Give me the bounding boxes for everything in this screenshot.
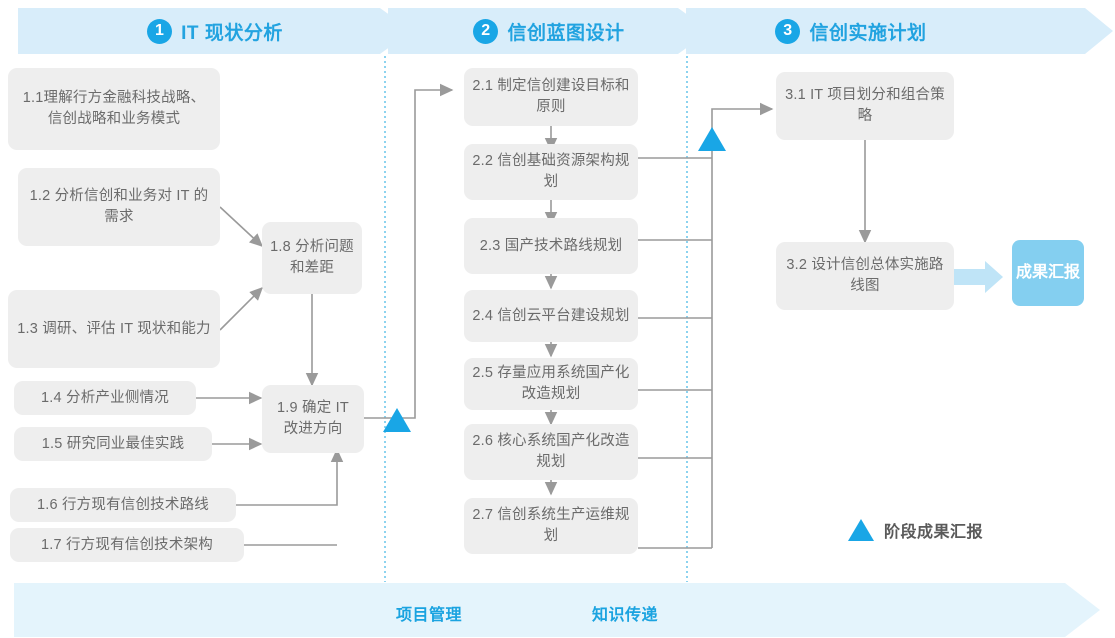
node-1-8[interactable]: 1.8 分析问题和差距 [262,222,362,294]
node-1-1[interactable]: 1.1理解行方金融科技战略、信创战略和业务模式 [8,68,220,150]
node-1-6-label: 1.6 行方现有信创技术路线 [37,496,209,513]
node-2-4-label: 2.4 信创云平台建设规划 [472,307,630,324]
phase-2-number-badge: 2 [473,18,499,44]
phase-1-title: 1 IT 现状分析 [147,18,283,45]
node-2-3[interactable]: 2.3 国产技术路线规划 [464,218,638,274]
phase-2-title: 2 信创蓝图设计 [473,18,624,45]
node-1-5-label: 1.5 研究同业最佳实践 [41,435,185,452]
node-2-4[interactable]: 2.4 信创云平台建设规划 [464,290,638,342]
result-arrow-icon [953,261,1003,293]
node-2-6[interactable]: 2.6 核心系统国产化改造规划 [464,424,638,480]
node-2-1[interactable]: 2.1 制定信创建设目标和原则 [464,68,638,126]
node-2-5[interactable]: 2.5 存量应用系统国产化改造规划 [464,358,638,410]
phase-band-1-shape [18,8,412,54]
result-chip-label: 成果汇报 [1015,264,1080,281]
node-2-3-label: 2.3 国产技术路线规划 [479,237,623,254]
node-1-4-label: 1.4 分析产业侧情况 [41,389,169,406]
legend-label: 阶段成果汇报 [884,524,984,541]
phase-band-1: 1 IT 现状分析 [18,8,412,54]
node-1-3[interactable]: 1.3 调研、评估 IT 现状和能力 [8,290,220,368]
phase-1-number-badge: 1 [147,18,173,44]
node-1-5[interactable]: 1.5 研究同业最佳实践 [14,427,212,461]
legend: 阶段成果汇报 [848,518,983,542]
node-1-4[interactable]: 1.4 分析产业侧情况 [14,381,196,415]
phase-band-3: 3 信创实施计划 [686,8,1016,54]
node-2-7-label: 2.7 信创系统生产运维规划 [472,507,630,544]
node-3-1-label: 3.1 IT 项目划分和组合策略 [785,87,945,124]
node-3-1[interactable]: 3.1 IT 项目划分和组合策略 [776,72,954,140]
node-1-9[interactable]: 1.9 确定 IT 改进方向 [262,385,364,453]
result-chip[interactable]: 成果汇报 [1012,240,1084,306]
node-1-9-label: 1.9 确定 IT 改进方向 [277,400,349,437]
node-1-2-label: 1.2 分析信创和业务对 IT 的需求 [29,188,209,225]
node-2-5-label: 2.5 存量应用系统国产化改造规划 [472,365,630,402]
milestone-triangle-phase2-icon [698,127,726,151]
node-2-2[interactable]: 2.2 信创基础资源架构规划 [464,144,638,200]
node-2-2-label: 2.2 信创基础资源架构规划 [472,153,630,190]
phase-band-2: 2 信创蓝图设计 [388,8,710,54]
footer-label-knowledge-transfer: 知识传递 [592,607,659,624]
node-3-2-label: 3.2 设计信创总体实施路线图 [786,257,944,294]
phase-band-2-shape [388,8,710,54]
phase-3-title: 3 信创实施计划 [775,18,926,45]
blue-triangle-icon [848,519,874,541]
node-1-7-label: 1.7 行方现有信创技术架构 [41,536,213,553]
node-1-8-label: 1.8 分析问题和差距 [270,239,354,276]
node-1-7[interactable]: 1.7 行方现有信创技术架构 [10,528,244,562]
phase-1-label: IT 现状分析 [181,22,283,44]
footer-band-shape [14,583,1100,637]
node-2-1-label: 2.1 制定信创建设目标和原则 [472,78,630,115]
phase-3-label: 信创实施计划 [809,22,927,44]
node-1-3-label: 1.3 调研、评估 IT 现状和能力 [17,320,211,337]
milestone-triangle-phase1-icon [383,408,411,432]
node-2-6-label: 2.6 核心系统国产化改造规划 [472,433,630,470]
node-2-7[interactable]: 2.7 信创系统生产运维规划 [464,498,638,554]
phase-3-number-badge: 3 [775,18,801,44]
node-1-6[interactable]: 1.6 行方现有信创技术路线 [10,488,236,522]
node-3-2[interactable]: 3.2 设计信创总体实施路线图 [776,242,954,310]
footer-label-project-management: 项目管理 [396,607,463,624]
node-1-2[interactable]: 1.2 分析信创和业务对 IT 的需求 [18,168,220,246]
node-1-1-label: 1.1理解行方金融科技战略、信创战略和业务模式 [22,90,206,127]
phase-2-label: 信创蓝图设计 [507,22,625,44]
